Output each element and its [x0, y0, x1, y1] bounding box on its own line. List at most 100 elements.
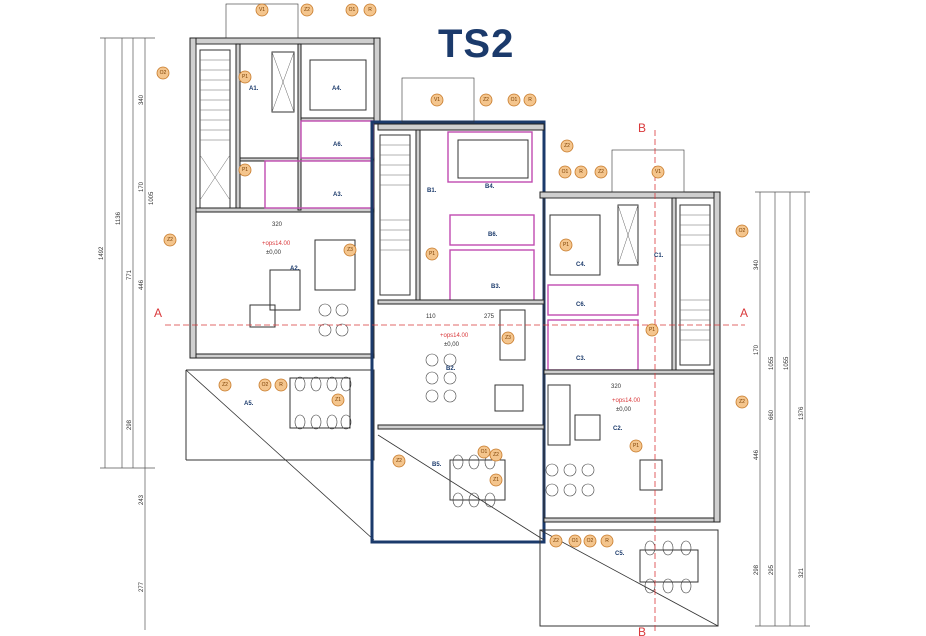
svg-text:V1: V1: [434, 97, 440, 103]
tag-marker: Z2: [300, 3, 314, 17]
room-c5: C5.: [615, 551, 625, 557]
unit-a: [185, 37, 381, 541]
room-a4: A4.: [332, 86, 342, 92]
dimension-texts: 1492 1136 771 446 340 170 1005 298 243 2…: [99, 94, 805, 592]
tag-marker: O1: [507, 93, 521, 107]
svg-text:O1: O1: [349, 7, 356, 13]
svg-text:O1: O1: [562, 169, 569, 175]
tag-marker: O2: [735, 224, 749, 238]
svg-text:660: 660: [769, 409, 775, 420]
svg-text:P1: P1: [649, 327, 655, 333]
svg-text:277: 277: [139, 581, 145, 592]
tag-marker: O2: [156, 66, 170, 80]
svg-text:170: 170: [139, 181, 145, 192]
svg-text:295: 295: [769, 564, 775, 575]
tag-marker: Z2: [163, 233, 177, 247]
room-c2: C2.: [613, 426, 623, 432]
tag-marker: P1: [629, 439, 643, 453]
tag-marker: Z2: [489, 448, 503, 462]
svg-text:Z2: Z2: [222, 382, 228, 388]
svg-text:320: 320: [611, 384, 622, 390]
svg-text:R: R: [279, 382, 283, 388]
svg-text:O1: O1: [572, 538, 579, 544]
svg-text:Z2: Z2: [739, 399, 745, 405]
svg-text:170: 170: [754, 344, 760, 355]
room-c4: C4.: [576, 262, 586, 268]
room-c3: C3.: [576, 356, 586, 362]
svg-text:Z3: Z3: [505, 335, 511, 341]
tag-marker: O2: [258, 378, 272, 392]
tag-marker: R: [600, 534, 614, 548]
balconies: [225, 3, 685, 193]
room-b2: B2.: [446, 366, 456, 372]
svg-text:O2: O2: [160, 70, 167, 76]
tag-marker: V1: [255, 3, 269, 17]
svg-text:R: R: [368, 7, 372, 13]
svg-text:O1: O1: [481, 449, 488, 455]
tag-marker: Z1: [489, 473, 503, 487]
svg-text:V1: V1: [655, 169, 661, 175]
room-a5: A5.: [244, 401, 254, 407]
svg-text:P1: P1: [429, 251, 435, 257]
svg-text:1136: 1136: [116, 211, 122, 225]
tag-marker: O1: [568, 534, 582, 548]
tag-marker: O1: [477, 445, 491, 459]
svg-text:110: 110: [426, 314, 436, 320]
tag-marker: O1: [345, 3, 359, 17]
tag-marker: V1: [651, 165, 665, 179]
svg-text:Z2: Z2: [493, 452, 499, 458]
unit-c: [539, 191, 721, 627]
svg-text:P1: P1: [242, 74, 248, 80]
svg-text:243: 243: [139, 494, 145, 505]
svg-text:298: 298: [127, 419, 133, 430]
svg-text:320: 320: [272, 222, 283, 228]
tag-marker: Z2: [594, 165, 608, 179]
svg-text:298: 298: [754, 564, 760, 575]
tag-marker: Z2: [549, 534, 563, 548]
svg-text:771: 771: [127, 269, 133, 280]
svg-text:O2: O2: [587, 538, 594, 544]
svg-text:+ops14.00: +ops14.00: [612, 398, 641, 404]
section-b-top: B: [638, 121, 646, 135]
tag-marker: Z3: [343, 243, 357, 257]
svg-text:R: R: [605, 538, 609, 544]
tag-marker: R: [363, 3, 377, 17]
svg-text:Z1: Z1: [493, 477, 499, 483]
room-b4: B4.: [485, 184, 495, 190]
svg-text:Z2: Z2: [396, 458, 402, 464]
svg-text:±0,00: ±0,00: [266, 250, 282, 256]
tag-marker: R: [274, 378, 288, 392]
room-c6: C6.: [576, 302, 586, 308]
room-a1: A1.: [249, 86, 259, 92]
svg-text:R: R: [528, 97, 532, 103]
svg-text:P1: P1: [242, 167, 248, 173]
tag-marker: V1: [430, 93, 444, 107]
tag-marker: P1: [425, 247, 439, 261]
svg-text:+ops14.00: +ops14.00: [262, 241, 291, 247]
svg-text:O1: O1: [511, 97, 518, 103]
dimension-chains: [100, 37, 810, 630]
level-markers: +ops14.00 ±0,00 +ops14.00 ±0,00 +ops14.0…: [262, 241, 641, 413]
room-b5: B5.: [432, 462, 442, 468]
svg-text:340: 340: [139, 94, 145, 105]
svg-text:V1: V1: [259, 7, 265, 13]
svg-text:Z2: Z2: [483, 97, 489, 103]
section-b-bottom: B: [638, 625, 646, 636]
room-labels: A1. A2. A3. A4. A5. A6. B1. B2. B3. B4. …: [244, 86, 664, 557]
room-c1: C1.: [654, 253, 664, 259]
svg-text:O2: O2: [739, 228, 746, 234]
tag-marker: Z2: [560, 139, 574, 153]
svg-text:1005: 1005: [149, 191, 155, 205]
svg-text:Z1: Z1: [335, 397, 341, 403]
room-a3: A3.: [333, 192, 343, 198]
svg-text:Z2: Z2: [598, 169, 604, 175]
tag-marker: Z2: [218, 378, 232, 392]
tag-marker: R: [574, 165, 588, 179]
unit-b: [370, 120, 546, 544]
svg-text:275: 275: [484, 314, 495, 320]
svg-text:340: 340: [754, 259, 760, 270]
svg-text:P1: P1: [633, 443, 639, 449]
svg-text:±0,00: ±0,00: [444, 342, 460, 348]
